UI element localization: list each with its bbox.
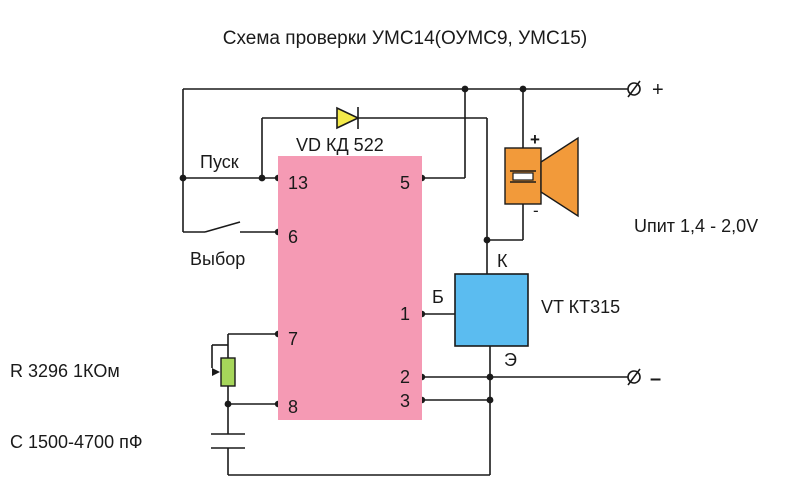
transistor-collector-label: К bbox=[497, 251, 508, 271]
minus-terminal-label: – bbox=[650, 368, 661, 390]
pin-1-label: 1 bbox=[400, 304, 410, 324]
transistor-label: VT КТ315 bbox=[541, 297, 620, 317]
plus-terminal-label: + bbox=[652, 79, 664, 101]
pin-2-label: 2 bbox=[400, 367, 410, 387]
chip-ums14: 13 6 7 8 5 1 2 3 bbox=[278, 156, 422, 420]
select-button-label: Выбор bbox=[190, 249, 245, 269]
wires bbox=[182, 89, 524, 476]
pin-13-label: 13 bbox=[288, 173, 308, 193]
capacitor-label: С 1500-4700 пФ bbox=[10, 432, 143, 452]
transistor-emitter-label: Э bbox=[504, 350, 517, 370]
start-button-label: Пуск bbox=[200, 152, 239, 172]
schematic-title: Схема проверки УМС14(ОУМС9, УМС15) bbox=[223, 28, 587, 49]
capacitor-c: С 1500-4700 пФ bbox=[10, 432, 245, 452]
pin-3-label: 3 bbox=[400, 391, 410, 411]
pin-7-label: 7 bbox=[288, 329, 298, 349]
speaker-minus-label: - bbox=[533, 201, 539, 220]
supply-voltage-label: Uпит 1,4 - 2,0V bbox=[634, 216, 758, 236]
pin-6-label: 6 bbox=[288, 227, 298, 247]
pin-5-label: 5 bbox=[400, 173, 410, 193]
speaker-icon: + - bbox=[504, 130, 579, 220]
speaker-plus-label: + bbox=[530, 130, 540, 149]
diode-vd: VD КД 522 bbox=[296, 106, 384, 155]
pin-8-label: 8 bbox=[288, 397, 298, 417]
minus-terminal: – bbox=[422, 368, 661, 390]
diode-label: VD КД 522 bbox=[296, 135, 384, 155]
transistor-vt: Б К Э VT КТ315 bbox=[432, 251, 620, 370]
resistor-r: R 3296 1КОм bbox=[10, 357, 236, 387]
plus-terminal: + bbox=[183, 79, 664, 101]
resistor-label: R 3296 1КОм bbox=[10, 361, 120, 381]
transistor-base-label: Б bbox=[432, 287, 444, 307]
